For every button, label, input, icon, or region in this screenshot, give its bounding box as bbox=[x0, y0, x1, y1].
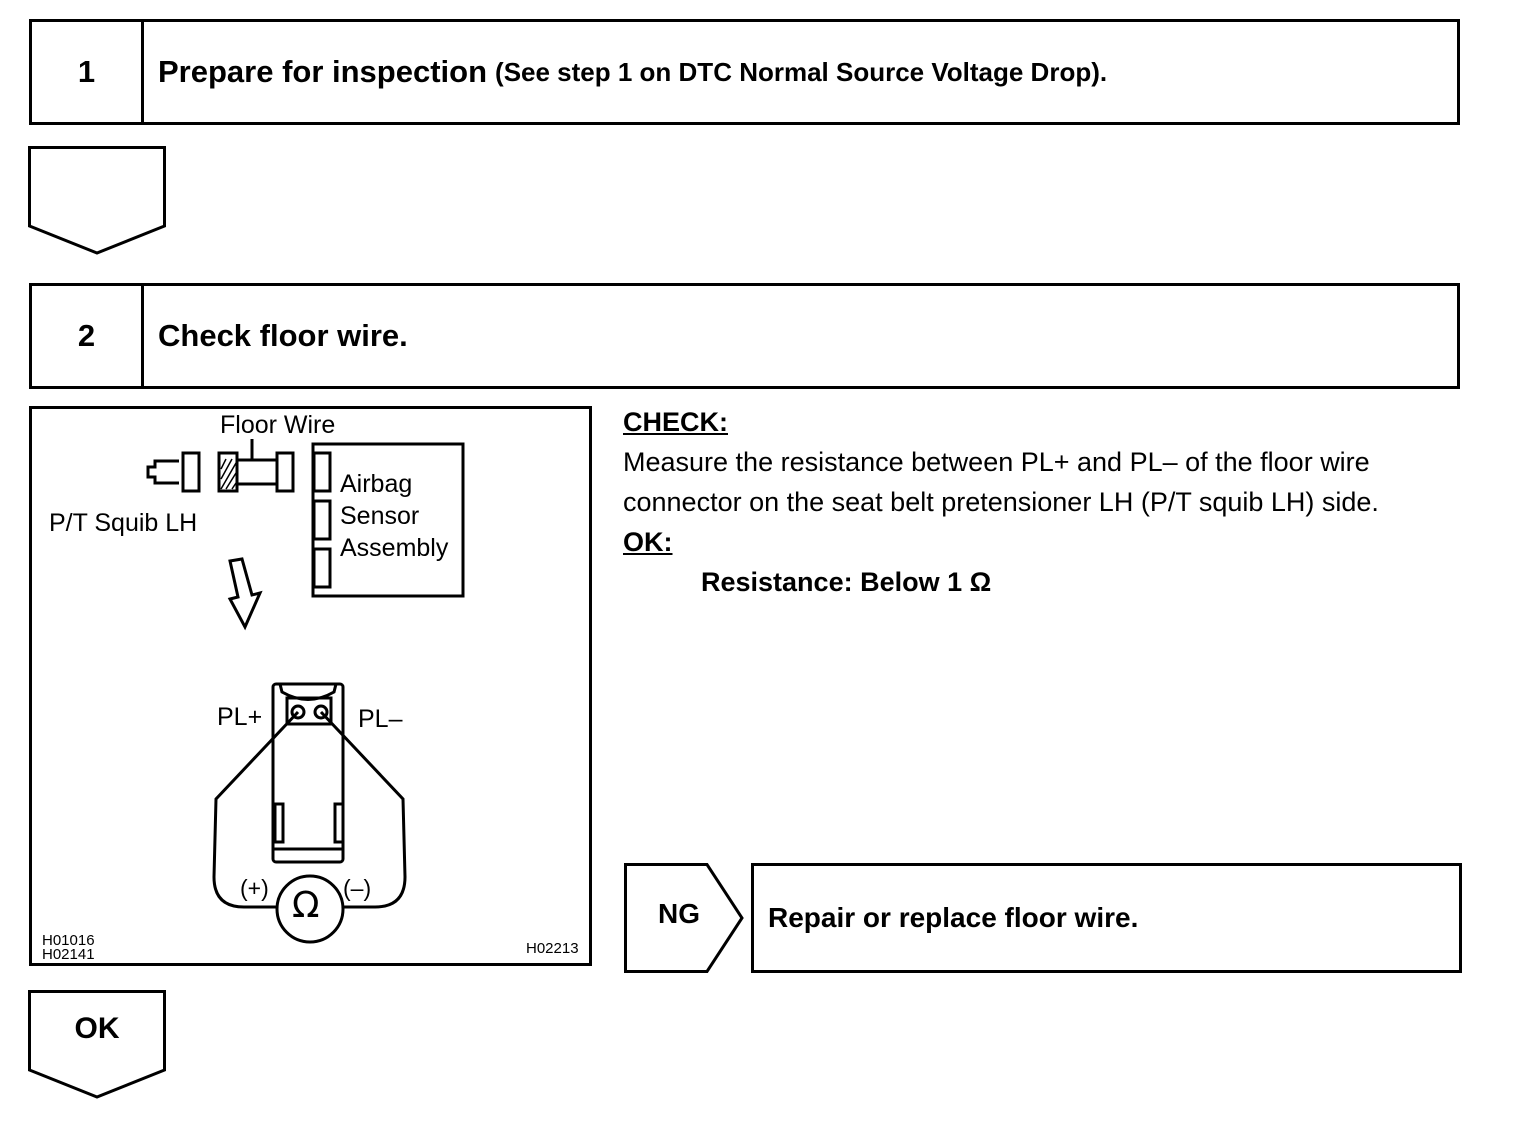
ng-arrow-icon bbox=[624, 863, 744, 973]
ng-action-box: Repair or replace floor wire. bbox=[751, 863, 1462, 973]
pl-minus-terminal bbox=[313, 704, 329, 720]
step-2-title-text: Check floor wire. bbox=[158, 318, 408, 353]
pl-minus-label: PL– bbox=[358, 705, 403, 733]
figure-code-left-2: H02141 bbox=[42, 946, 95, 963]
seatbelt-connector-socket bbox=[285, 696, 333, 726]
check-line-1: Measure the resistance between PL+ and P… bbox=[623, 447, 1370, 477]
sensor-pin-2 bbox=[312, 499, 332, 541]
connector-diagram bbox=[146, 439, 465, 944]
sensor-label-line-2: Sensor bbox=[340, 502, 420, 530]
figure-code-left-1: H01016 bbox=[42, 932, 95, 949]
ok-arrow-icon bbox=[28, 990, 166, 1099]
floor-wire-label: Floor Wire bbox=[220, 411, 336, 439]
sensor-label-line-3: Assembly bbox=[340, 534, 449, 562]
step-1-title: Prepare for inspection (See step 1 on DT… bbox=[158, 22, 1107, 122]
step-1-number: 1 bbox=[32, 22, 144, 122]
direction-arrow-icon bbox=[227, 557, 263, 631]
positive-lead-wire bbox=[212, 710, 300, 909]
step-1-title-text: Prepare for inspection bbox=[158, 54, 488, 89]
floor-wire-end-cap bbox=[275, 451, 295, 493]
ohm-icon: Ω bbox=[292, 885, 320, 926]
meter-plus-label: (+) bbox=[240, 875, 269, 901]
step-2-title: Check floor wire. bbox=[158, 286, 408, 386]
step-2-box: 2 Check floor wire. bbox=[29, 283, 1460, 389]
step-1-note: (See step 1 on DTC Normal Source Voltage… bbox=[495, 56, 1108, 87]
sensor-label-line-1: Airbag bbox=[340, 470, 413, 498]
seatbelt-connector-body bbox=[271, 682, 345, 864]
ok-label: OK bbox=[74, 1012, 120, 1045]
negative-lead-wire bbox=[319, 710, 407, 909]
ng-arrow: NG bbox=[624, 862, 746, 974]
ohmmeter-body bbox=[275, 874, 345, 944]
sensor-pin-3 bbox=[312, 547, 332, 589]
sensor-pin-1 bbox=[312, 451, 332, 493]
figure-code-right: H02213 bbox=[526, 940, 579, 957]
pl-plus-terminal bbox=[290, 704, 306, 720]
ng-action-text: Repair or replace floor wire. bbox=[768, 902, 1139, 933]
floor-wire-connector-body bbox=[235, 458, 279, 486]
check-line-2: connector on the seat belt pretensioner … bbox=[623, 487, 1379, 517]
flow-arrow-icon bbox=[28, 146, 166, 255]
seatbelt-latch-left bbox=[273, 802, 285, 844]
seatbelt-latch-right bbox=[333, 802, 345, 844]
step-2-number: 2 bbox=[32, 286, 144, 386]
pl-plus-label: PL+ bbox=[217, 703, 263, 731]
resistance-spec: Resistance: Below 1 Ω bbox=[701, 567, 992, 597]
ok-header: OK: bbox=[623, 527, 673, 557]
squib-body bbox=[181, 451, 201, 493]
meter-minus-label: (–) bbox=[343, 875, 372, 901]
squib-connector-shape bbox=[146, 459, 179, 485]
check-instructions: CHECK: Measure the resistance between PL… bbox=[623, 402, 1483, 602]
ok-arrow: OK bbox=[28, 990, 166, 1100]
wiring-figure: Floor Wire P/T Squib LH Airbag Sensor As… bbox=[29, 406, 592, 966]
ng-label: NG bbox=[658, 898, 700, 929]
step-1-box: 1 Prepare for inspection (See step 1 on … bbox=[29, 19, 1460, 125]
check-header: CHECK: bbox=[623, 407, 728, 437]
squib-label: P/T Squib LH bbox=[49, 509, 198, 537]
